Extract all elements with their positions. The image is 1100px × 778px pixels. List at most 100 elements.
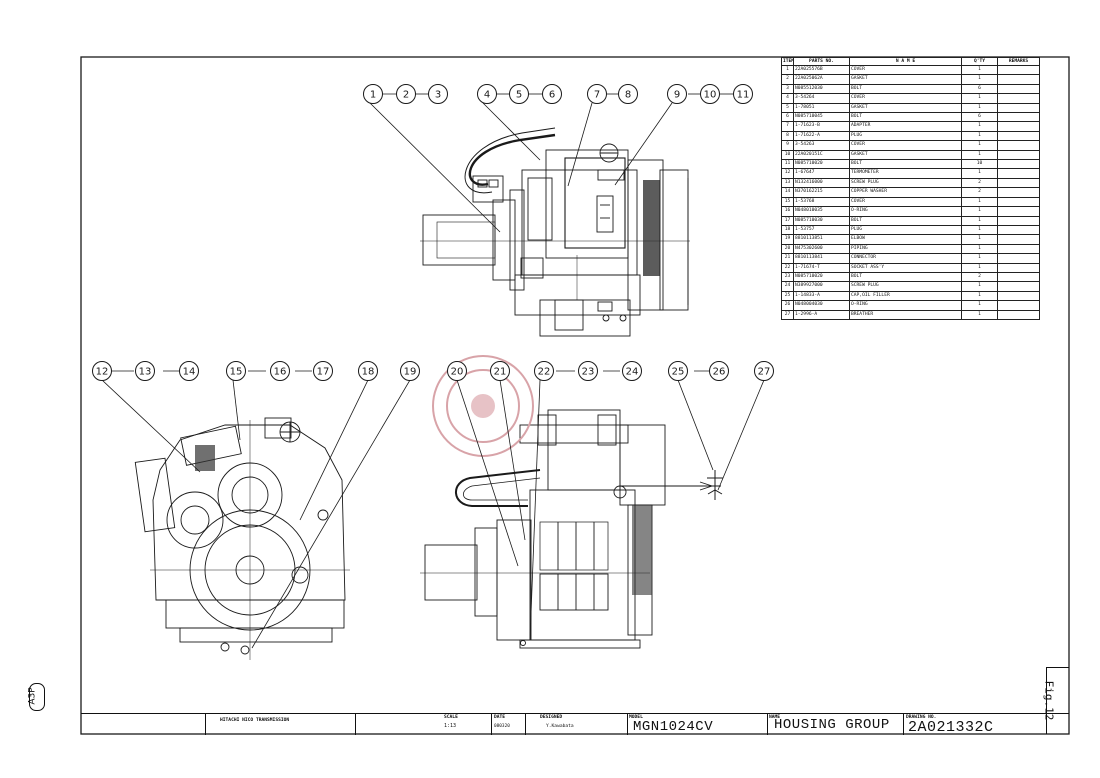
balloon-circle xyxy=(709,361,729,381)
header-item: ITEM xyxy=(781,57,794,66)
cell-qty: 2 xyxy=(961,271,998,283)
figure-label-text: Fig.12 xyxy=(1042,680,1056,721)
cell-item: 11 xyxy=(781,159,794,170)
balloon-label: 10 xyxy=(704,90,717,101)
balloon-11: 11 xyxy=(733,84,753,104)
balloon-circle xyxy=(622,361,642,381)
balloon-17: 17 xyxy=(313,361,333,381)
cell-parts-no: N048010035 xyxy=(793,206,850,217)
balloon-label: 26 xyxy=(713,367,726,378)
cell-item: 4 xyxy=(781,93,794,104)
balloon-circle xyxy=(363,84,383,104)
balloon-label: 22 xyxy=(538,367,551,378)
cell-parts-no: 1-71622-A xyxy=(793,130,850,142)
cell-parts-no: N370162215 xyxy=(793,187,850,198)
cell-remarks xyxy=(997,112,1040,123)
balloon-circle xyxy=(534,361,554,381)
cell-parts-no: N085710045 xyxy=(793,112,850,123)
balloon-9: 9 xyxy=(667,84,687,104)
cell-name: ADAPTER xyxy=(849,121,962,132)
balloon-circle xyxy=(754,361,774,381)
title-block: HITACHI NICO TRANSMISSION SCALE 1:13 DAT… xyxy=(81,713,1069,736)
balloon-circle xyxy=(618,84,638,104)
balloon-circle xyxy=(667,84,687,104)
cell-name: BOLT xyxy=(849,215,962,226)
balloon-1: 1 xyxy=(363,84,383,104)
date-value: 080320 xyxy=(494,724,510,729)
balloon-circle xyxy=(358,361,378,381)
scale-value: 1:13 xyxy=(444,723,457,729)
cell-name: ELBOW xyxy=(849,234,962,245)
cell-item: 27 xyxy=(781,309,794,320)
cell-remarks xyxy=(997,83,1040,95)
balloon-14: 14 xyxy=(179,361,199,381)
drawing-no-value: 2A021332C xyxy=(908,719,994,736)
cell-name: SCREW PLUG xyxy=(849,281,962,292)
leader-lines-top xyxy=(369,93,734,233)
cell-remarks xyxy=(997,149,1040,161)
balloon-label: 2 xyxy=(403,90,409,101)
balloon-circle xyxy=(477,84,497,104)
balloon-circle xyxy=(179,361,199,381)
cell-name: PLUG xyxy=(849,130,962,142)
cell-item: 13 xyxy=(781,177,794,189)
balloon-8: 8 xyxy=(618,84,638,104)
cell-name: BREATHER xyxy=(849,309,962,320)
balloon-label: 15 xyxy=(230,367,243,378)
cell-item: 1 xyxy=(781,64,794,76)
balloon-label: 12 xyxy=(96,367,109,378)
cell-qty: 1 xyxy=(961,196,998,208)
cell-remarks xyxy=(997,234,1040,245)
balloon-label: 11 xyxy=(737,90,750,101)
balloon-16: 16 xyxy=(270,361,290,381)
cell-name: O-RING xyxy=(849,206,962,217)
cell-item: 15 xyxy=(781,196,794,208)
cell-item: 22 xyxy=(781,262,794,273)
cell-item: 14 xyxy=(781,187,794,198)
cell-item: 10 xyxy=(781,149,794,161)
name-value: HOUSING GROUP xyxy=(774,717,890,733)
balloon-circle xyxy=(135,361,155,381)
cell-qty: 6 xyxy=(961,112,998,123)
cell-item: 25 xyxy=(781,290,794,302)
cell-remarks xyxy=(997,102,1040,114)
inspection-stamp xyxy=(432,355,534,457)
cell-name: GASKET xyxy=(849,102,962,114)
front-view xyxy=(134,417,350,660)
name-label: NAME xyxy=(769,715,781,720)
header-qty: Q'TY xyxy=(961,57,998,66)
cell-name: BOLT xyxy=(849,159,962,170)
paper-size-mark: A3P xyxy=(28,683,45,711)
balloon-label: 20 xyxy=(451,367,464,378)
cell-qty: 1 xyxy=(961,149,998,161)
balloon-circle xyxy=(396,84,416,104)
balloon-circle xyxy=(92,361,112,381)
balloon-label: 1 xyxy=(370,90,376,101)
balloon-2: 2 xyxy=(396,84,416,104)
balloon-label: 25 xyxy=(672,367,685,378)
cell-qty: 1 xyxy=(961,224,998,236)
balloon-label: 5 xyxy=(516,90,522,101)
cell-qty: 1 xyxy=(961,140,998,151)
parts-table-header: ITEM PARTS NO. N A M E Q'TY REMARKS xyxy=(781,57,1040,66)
balloon-label: 23 xyxy=(582,367,595,378)
cell-parts-no: 3-54263 xyxy=(793,140,850,151)
cell-parts-no: 8810113851 xyxy=(793,234,850,245)
breather-detail xyxy=(707,470,723,500)
cell-name: COVER xyxy=(849,140,962,151)
drawing-no-label: DRAWING NO. xyxy=(906,715,937,720)
designed-value: Y.Kawabata xyxy=(546,724,574,729)
cell-item: 19 xyxy=(781,234,794,245)
cell-qty: 1 xyxy=(961,93,998,104)
